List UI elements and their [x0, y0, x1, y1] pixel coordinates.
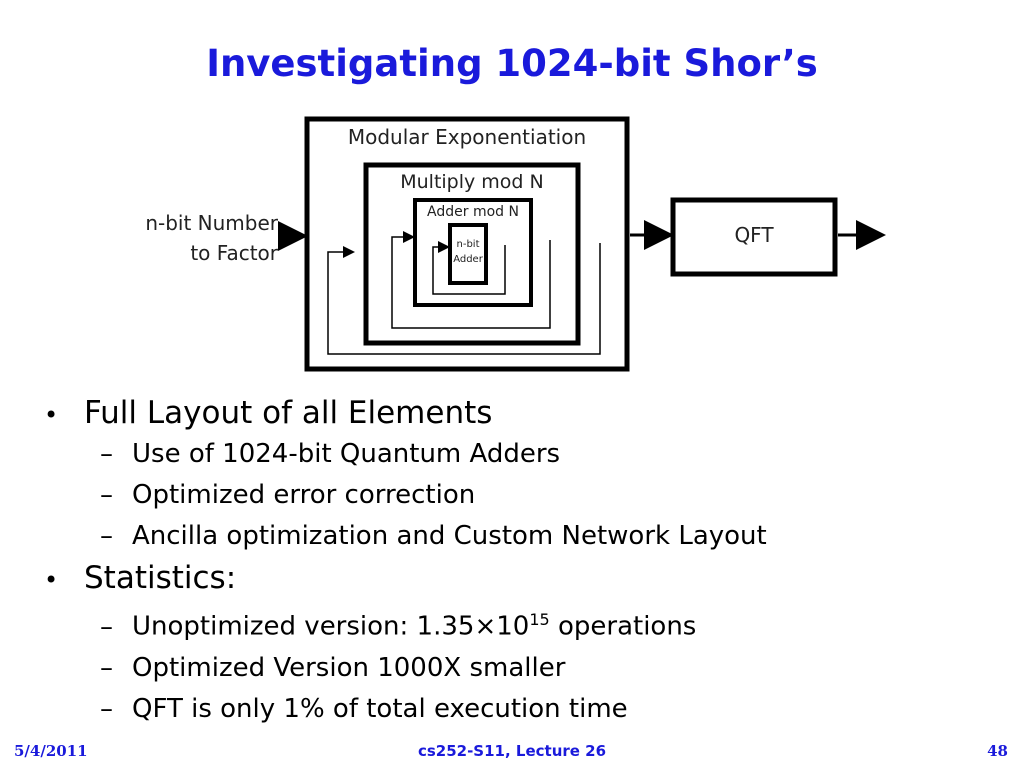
- sub-bullet-text: Ancilla optimization and Custom Network …: [132, 521, 767, 551]
- sub-bullet-item: – Optimized Version 1000X smaller: [100, 648, 1004, 689]
- bullet-dot: •: [44, 566, 59, 594]
- sub-dash: –: [100, 652, 113, 683]
- middle-feedback-line: [391, 231, 551, 329]
- sub-bullet-text: Optimized error correction: [132, 480, 476, 510]
- modular-exponentiation-label: Modular Exponentiation: [348, 125, 586, 149]
- sub-bullet-text: Use of 1024-bit Quantum Adders: [132, 439, 561, 469]
- input-label-line1: n-bit Number: [145, 211, 278, 235]
- footer-page-number: 48: [987, 742, 1008, 760]
- sub-bullet-item: – Optimized error correction: [100, 475, 1004, 516]
- bullet-text: Full Layout of all Elements: [84, 395, 493, 431]
- sub-bullet-item: – Unoptimized version: 1.35×1015 operati…: [100, 599, 1004, 648]
- n-bit-adder-box: [448, 223, 488, 285]
- adder-mod-n-label: Adder mod N: [427, 204, 519, 220]
- sub-dash: –: [100, 521, 113, 551]
- sub-bullet-item: – QFT is only 1% of total execution time: [100, 689, 1004, 730]
- n-bit-adder-line2: Adder: [453, 254, 484, 265]
- n-bit-adder-line1: n-bit: [457, 239, 480, 250]
- sub-bullet-text: Unoptimized version: 1.35×1015 operation…: [132, 599, 696, 648]
- footer-course: cs252-S11, Lecture 26: [417, 742, 607, 760]
- multiply-mod-n-label: Multiply mod N: [400, 171, 544, 193]
- qft-box: [670, 197, 838, 277]
- inner-feedback-line: [432, 241, 506, 295]
- input-label-line2: to Factor: [190, 241, 278, 265]
- bullet-dot: •: [44, 401, 59, 429]
- power-base: 10: [496, 611, 530, 642]
- footer-date: 5/4/2011: [14, 742, 88, 760]
- sub-bullet-text: QFT is only 1% of total execution time: [132, 693, 628, 724]
- qft-label: QFT: [734, 223, 774, 247]
- bullet-list: • Full Layout of all Elements – Use of 1…: [44, 392, 1004, 730]
- bullet-text: Statistics:: [84, 560, 237, 596]
- sub-dash: –: [100, 611, 113, 642]
- unoptimized-prefix: Unoptimized version: 1.35: [132, 611, 475, 642]
- outer-feedback-line: [327, 243, 601, 355]
- unoptimized-suffix: operations: [549, 611, 697, 642]
- sub-bullet-list: – Unoptimized version: 1.35×1015 operati…: [100, 599, 1004, 730]
- shor-diagram: n-bit Number to Factor Modular Exponenti…: [120, 110, 900, 380]
- sub-bullet-item: – Use of 1024-bit Quantum Adders: [100, 434, 1004, 475]
- sub-bullet-text: Optimized Version 1000X smaller: [132, 652, 566, 683]
- slide-title: Investigating 1024-bit Shor’s: [206, 42, 818, 85]
- shor-diagram-svg: n-bit Number to Factor Modular Exponenti…: [145, 116, 886, 372]
- power-exponent: 15: [529, 610, 550, 629]
- sub-dash: –: [100, 693, 113, 724]
- times-symbol: ×: [474, 611, 497, 642]
- bullet-item: • Statistics: – Unoptimized version: 1.3…: [44, 557, 1004, 730]
- bullet-item: • Full Layout of all Elements – Use of 1…: [44, 392, 1004, 557]
- sub-dash: –: [100, 439, 113, 469]
- sub-bullet-list: – Use of 1024-bit Quantum Adders – Optim…: [100, 434, 1004, 557]
- sub-bullet-item: – Ancilla optimization and Custom Networ…: [100, 516, 1004, 557]
- sub-dash: –: [100, 480, 113, 510]
